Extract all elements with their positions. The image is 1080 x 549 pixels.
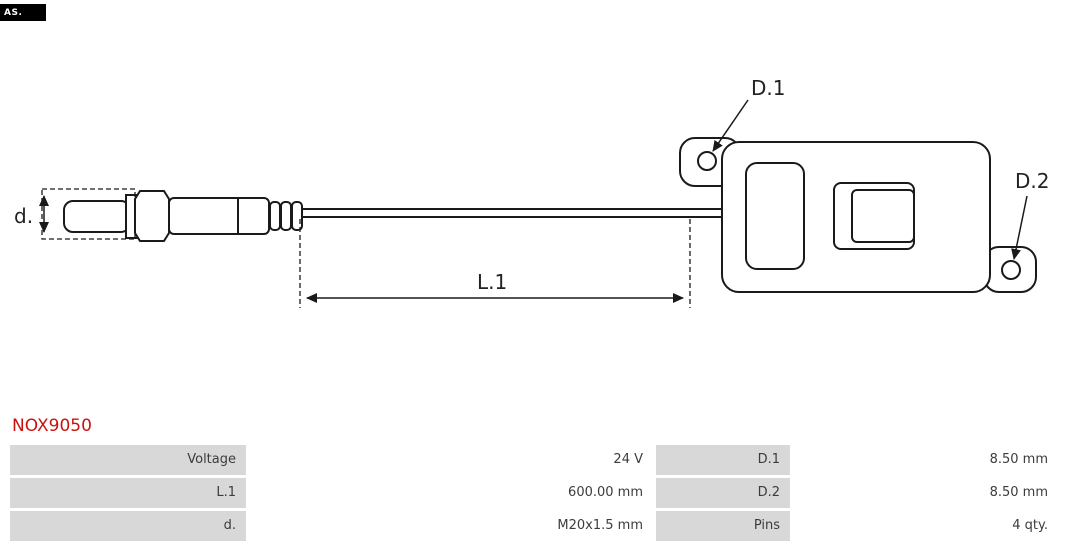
brand-logo-text: AS. bbox=[4, 7, 23, 18]
hex-nut bbox=[134, 190, 170, 242]
spec-value-d: M20x1.5 mm bbox=[249, 511, 653, 541]
label-d1: D.1 bbox=[751, 76, 785, 100]
spec-label-d2: D.2 bbox=[656, 478, 790, 508]
label-l1: L.1 bbox=[477, 270, 507, 294]
part-number: NOX9050 bbox=[12, 416, 92, 436]
spec-value-voltage: 24 V bbox=[249, 445, 653, 475]
spec-label-d: d. bbox=[10, 511, 246, 541]
technical-diagram: d. L.1 D.1 D.2 bbox=[14, 76, 1049, 308]
spec-value-l1: 600.00 mm bbox=[249, 478, 653, 508]
mounting-hole-d2 bbox=[1001, 260, 1021, 280]
spec-value-d2: 8.50 mm bbox=[793, 478, 1058, 508]
spec-label-pins: Pins bbox=[656, 511, 790, 541]
spec-label-voltage: Voltage bbox=[10, 445, 246, 475]
label-d: d. bbox=[14, 204, 33, 228]
d2-leader-line bbox=[1011, 195, 1028, 260]
mounting-hole-d1 bbox=[697, 151, 717, 171]
connector-module bbox=[679, 137, 1037, 293]
connector-socket-inner bbox=[851, 189, 915, 243]
spec-label-d1: D.1 bbox=[656, 445, 790, 475]
strain-relief-rib bbox=[280, 201, 292, 231]
spec-value-pins: 4 qty. bbox=[793, 511, 1058, 541]
sensor-probe bbox=[63, 190, 303, 242]
strain-relief-rib bbox=[269, 201, 281, 231]
label-d2: D.2 bbox=[1015, 169, 1049, 193]
spec-table: Voltage 24 V D.1 8.50 mm L.1 600.00 mm D… bbox=[10, 445, 1058, 541]
spec-label-l1: L.1 bbox=[10, 478, 246, 508]
dimension-lines bbox=[39, 99, 1028, 303]
sensor-cable bbox=[298, 208, 724, 218]
strain-relief-rib bbox=[291, 201, 303, 231]
nox-sensor-drawing: d. L.1 D.1 D.2 bbox=[14, 76, 1049, 308]
connector-latch bbox=[745, 162, 805, 270]
d1-leader-line bbox=[712, 99, 749, 152]
brand-logo: AS. bbox=[0, 4, 46, 21]
spec-value-d1: 8.50 mm bbox=[793, 445, 1058, 475]
